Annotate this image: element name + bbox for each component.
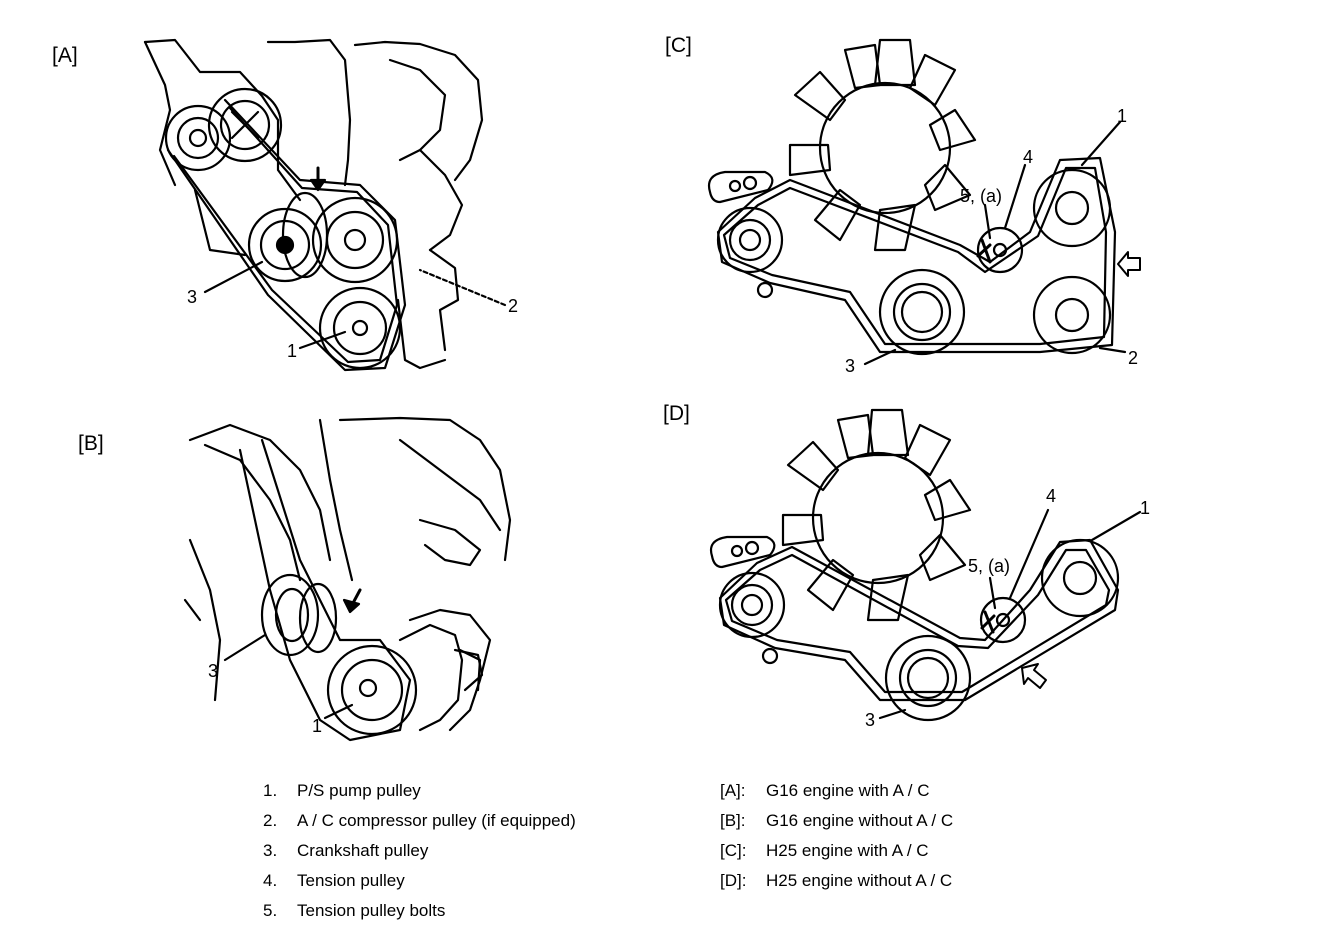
panel-d-label-1: 1: [1140, 498, 1150, 518]
legend-number: 5.: [263, 901, 278, 920]
pulley-alternator-icon: [164, 104, 232, 172]
crankshaft-pulley-d-icon: [884, 634, 972, 722]
ps-pump-pulley-d-icon: [1040, 538, 1120, 618]
panel-c-label-1: 1: [1117, 106, 1127, 126]
panel-b-tag: [B]: [78, 432, 104, 455]
parts-legend: 1. P/S pump pulley 2. A / C compressor pul…: [263, 776, 576, 926]
inspection-arrow-d-icon: [1021, 663, 1047, 689]
legend-row: [B]: G16 engine without A / C: [720, 806, 953, 836]
legend-row: 4. Tension pulley: [263, 866, 576, 896]
panel-c-label-5: 5, (a): [960, 186, 1002, 206]
panel-d-drawing: [D]: [663, 402, 1150, 730]
legend-key: [C]:: [720, 841, 747, 860]
panel-a-label-3: 3: [187, 287, 197, 307]
ps-pump-pulley-b-icon: [326, 644, 418, 736]
panel-c-label-3: 3: [845, 356, 855, 376]
panel-c-label-4: 4: [1023, 147, 1033, 167]
panel-d-tag: [D]: [663, 402, 690, 425]
legend-number: 3.: [263, 841, 278, 860]
legend-text: Tension pulley: [297, 871, 405, 890]
legend-row: [A]: G16 engine with A / C: [720, 776, 953, 806]
alternator-pulley-c-icon: [716, 206, 784, 274]
legend-key: [D]:: [720, 871, 747, 890]
panel-c-drawing: [C]: [665, 34, 1141, 376]
legend-row: [D]: H25 engine without A / C: [720, 866, 953, 896]
legend-number: 4.: [263, 871, 278, 890]
legend-row: [C]: H25 engine with A / C: [720, 836, 953, 866]
ps-pump-pulley-icon: [318, 286, 402, 370]
legend-text: G16 engine with A / C: [766, 781, 930, 800]
crankshaft-pulley-c-icon: [878, 268, 966, 356]
legend-text: P/S pump pulley: [297, 781, 421, 800]
legend-text: Tension pulley bolts: [297, 901, 446, 920]
legend-text: A / C compressor pulley (if equipped): [297, 811, 576, 830]
ps-pump-pulley-c-icon: [1032, 168, 1112, 248]
legend-row: 5. Tension pulley bolts: [263, 896, 576, 926]
panel-d-label-4: 4: [1046, 486, 1056, 506]
tension-pulley-c-icon: [976, 226, 1024, 274]
tension-pulley-d-icon: [979, 596, 1027, 644]
fan-c-icon: [788, 38, 977, 252]
ac-compressor-pulley-icon: [311, 196, 399, 284]
legend-key: [B]:: [720, 811, 746, 830]
legend-text: H25 engine with A / C: [766, 841, 929, 860]
panel-d-label-5: 5, (a): [968, 556, 1010, 576]
panel-b-drawing: [B]: [78, 416, 512, 742]
crankshaft-pulley-b-icon: [260, 573, 320, 657]
panel-b-label-3: 3: [208, 661, 218, 681]
panel-a-drawing: [A]: [52, 38, 518, 372]
legend-number: 1.: [263, 781, 278, 800]
panel-a-tag: [A]: [52, 44, 78, 67]
panel-a-label-1: 1: [287, 341, 297, 361]
crankshaft-pulley-icon: [247, 207, 323, 283]
fan-d-icon: [781, 408, 972, 622]
legend-row: 2. A / C compressor pulley (if equipped): [263, 806, 576, 836]
panel-b-label-1: 1: [312, 716, 322, 736]
legend-row: 1. P/S pump pulley: [263, 776, 576, 806]
panel-c-tag: [C]: [665, 34, 692, 57]
inspection-arrow-c-icon: [1117, 251, 1141, 277]
panel-c-label-2: 2: [1128, 348, 1138, 368]
legend-number: 2.: [263, 811, 278, 830]
panel-d-label-3: 3: [865, 710, 875, 730]
legend-text: Crankshaft pulley: [297, 841, 429, 860]
panel-a-label-2: 2: [508, 296, 518, 316]
legend-text: G16 engine without A / C: [766, 811, 954, 830]
legend-key: [A]:: [720, 781, 746, 800]
engines-legend: [A]: G16 engine with A / C [B]: G16 engine…: [720, 776, 953, 896]
legend-text: H25 engine without A / C: [766, 871, 953, 890]
ac-compressor-pulley-c-icon: [1032, 275, 1112, 355]
legend-row: 3. Crankshaft pulley: [263, 836, 576, 866]
